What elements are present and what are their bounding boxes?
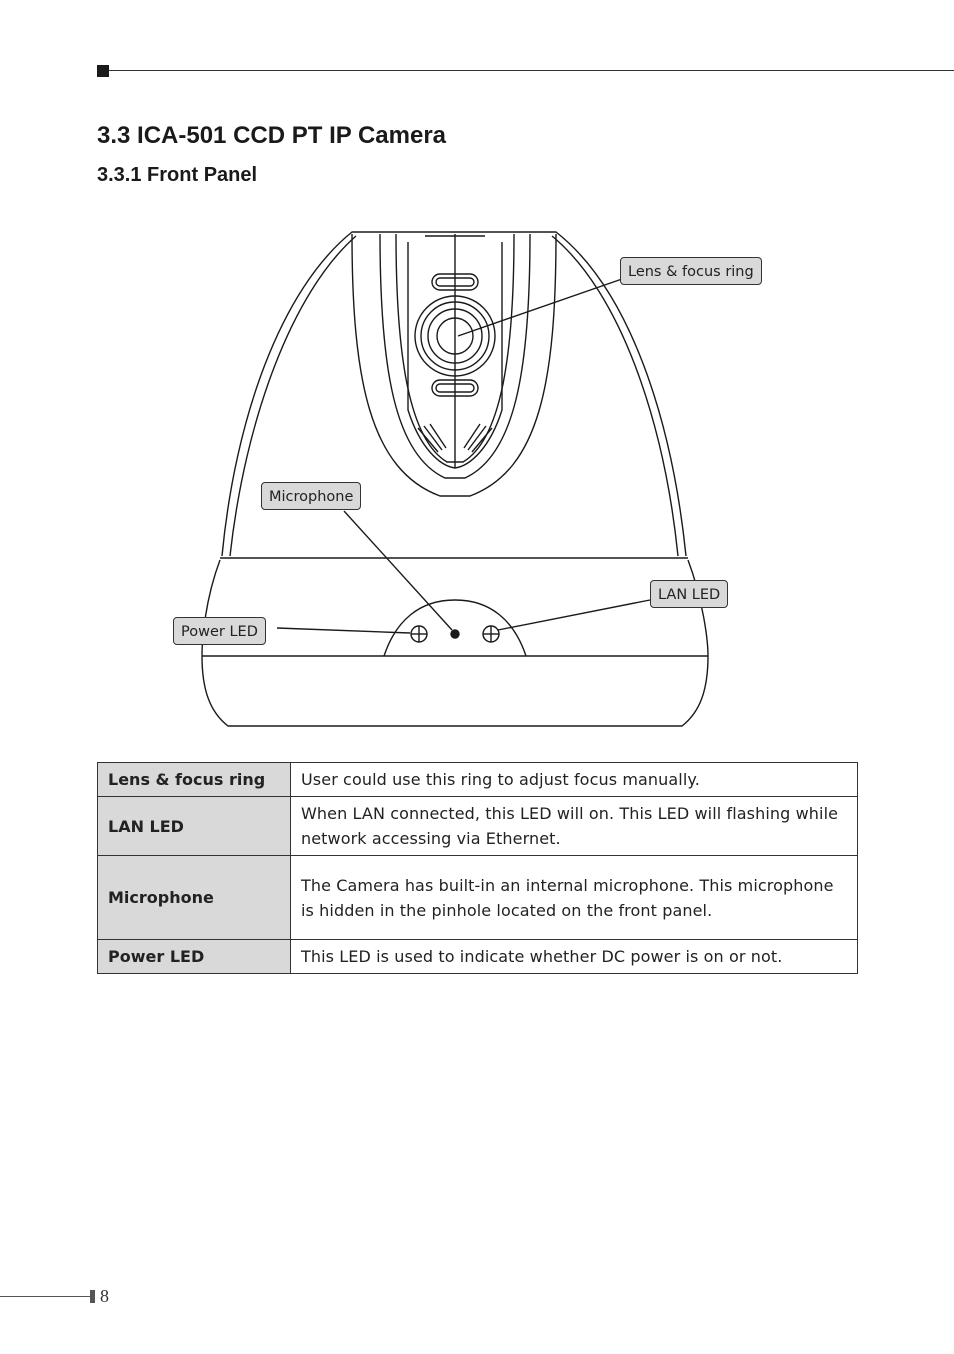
lens-ring-outer [414, 295, 496, 377]
table-term: Lens & focus ring [97, 762, 291, 797]
lens-housing-outer [351, 233, 557, 497]
footer-rule [0, 1296, 90, 1297]
callout-lan-led: LAN LED [650, 580, 729, 608]
table-description: This LED is used to indicate whether DC … [290, 939, 858, 974]
section-title: 3.3 ICA-501 CCD PT IP Camera [97, 122, 447, 149]
callout-microphone: Microphone [261, 482, 362, 510]
table-description: The Camera has built-in an internal micr… [290, 855, 858, 940]
table-row: LAN LED When LAN connected, this LED wil… [97, 796, 858, 856]
table-term: LAN LED [97, 796, 291, 856]
microphone-pinhole [450, 629, 460, 639]
table-term: Microphone [97, 855, 291, 940]
ir-led-bottom [431, 379, 479, 397]
table-row: Microphone The Camera has built-in an in… [97, 855, 858, 940]
table-row: Lens & focus ring User could use this ri… [97, 762, 858, 797]
footer-tick [90, 1290, 95, 1303]
subsection-title: 3.3.1 Front Panel [97, 164, 258, 186]
leader-line-microphone [343, 510, 453, 631]
leader-line-lens [457, 278, 623, 337]
table-description: When LAN connected, this LED will on. Th… [290, 796, 858, 856]
header-rule-square [97, 65, 109, 77]
callout-lens-focus-ring: Lens & focus ring [620, 257, 762, 285]
page-number: 8 [100, 1286, 109, 1306]
header-rule-line [109, 70, 954, 71]
power-led [410, 625, 428, 643]
lan-led [482, 625, 500, 643]
callout-power-led: Power LED [173, 617, 266, 645]
ir-led-top [431, 273, 479, 291]
table-description: User could use this ring to adjust focus… [290, 762, 858, 797]
leader-line-power-led [276, 627, 411, 634]
camera-base-outline [201, 559, 709, 727]
table-term: Power LED [97, 939, 291, 974]
front-panel-spec-table: Lens & focus ring User could use this ri… [97, 762, 858, 974]
front-panel-arc [383, 599, 527, 657]
leader-line-lan-led [497, 599, 651, 631]
table-row: Power LED This LED is used to indicate w… [97, 939, 858, 974]
